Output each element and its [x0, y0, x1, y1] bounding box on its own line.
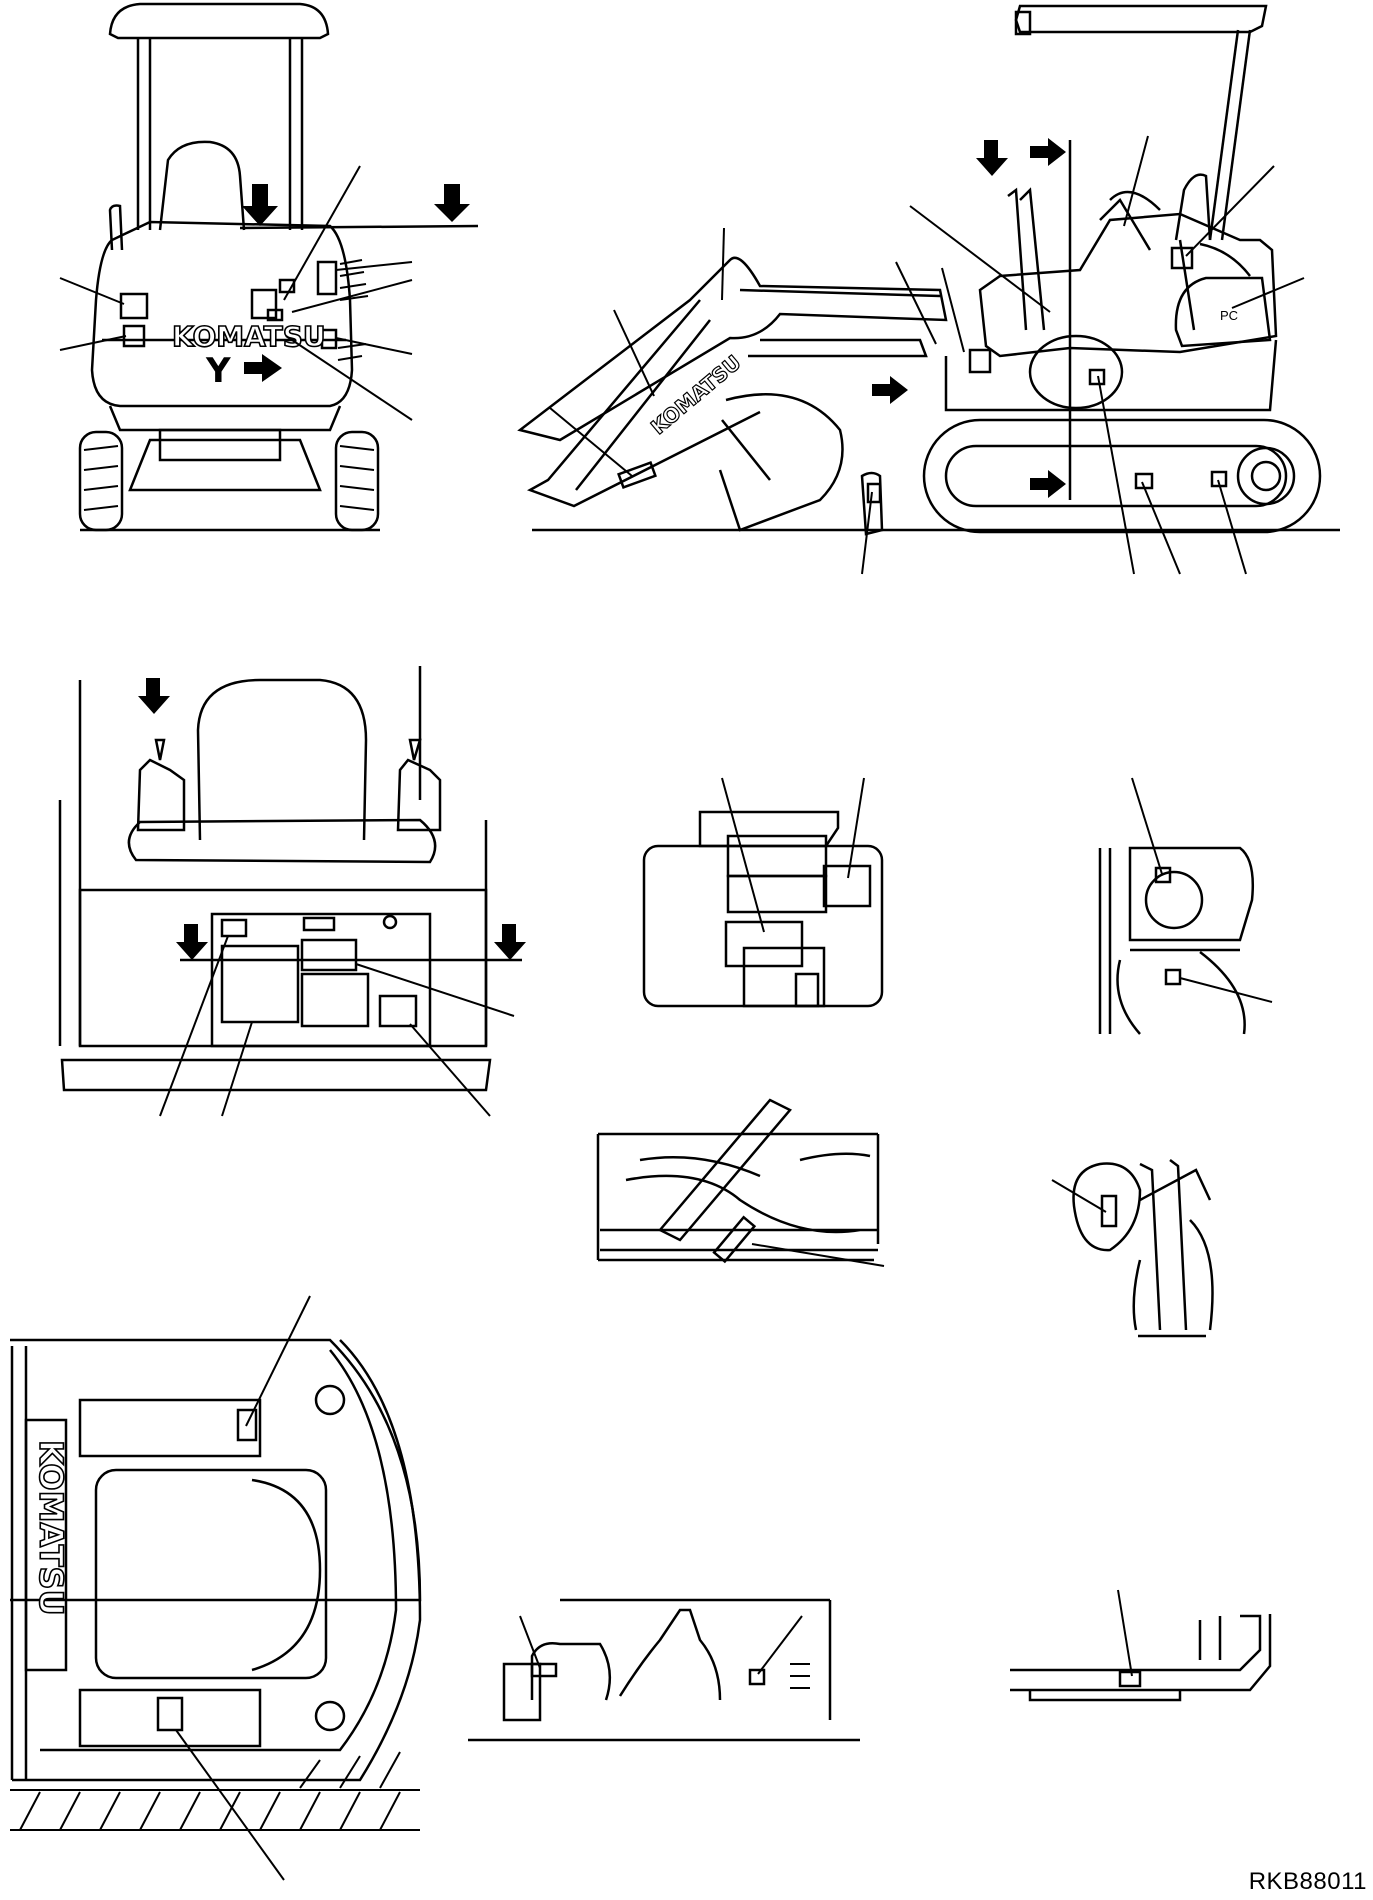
decal-blade — [866, 482, 882, 504]
decal-top-upper — [236, 1408, 258, 1442]
leader-lines-side — [549, 135, 1305, 575]
decal-hose — [1100, 1194, 1118, 1228]
track-left — [78, 430, 124, 532]
track-top — [10, 1751, 420, 1831]
decal-side-seat — [1170, 246, 1194, 270]
bucket — [718, 393, 844, 532]
console-top-upper — [78, 1398, 262, 1458]
canopy-roof-side — [1014, 4, 1268, 34]
engine-detail-view — [1098, 777, 1273, 1035]
floor-plate — [60, 1058, 492, 1092]
decal-panel-right — [822, 864, 872, 908]
decal-boom-base — [968, 348, 992, 374]
cylinder-detail-view — [596, 1098, 885, 1267]
arrow-down-icon — [976, 140, 1008, 176]
leader-line-bottom — [1117, 1589, 1133, 1677]
top-view: KOMATSU — [10, 1295, 422, 1881]
brand-logo-top: KOMATSU — [32, 1440, 70, 1616]
arrow-right-icon — [872, 376, 908, 404]
arrow-right-icon — [1030, 470, 1066, 498]
vent-grille — [337, 259, 369, 361]
dozer-blade — [860, 471, 884, 536]
decal-frame-left — [530, 1662, 558, 1678]
leader-lines-engine — [1131, 777, 1273, 1003]
arrow-down-icon — [494, 924, 526, 960]
seat-back-front — [196, 678, 368, 841]
leader-lines-seat — [159, 935, 515, 1117]
decal-engine-2 — [1164, 968, 1182, 986]
leader-line-hose — [1051, 1179, 1107, 1213]
operator-seat-view — [58, 666, 526, 1117]
decal-panel-left — [724, 920, 804, 968]
track-frame — [128, 438, 322, 492]
arrow-right-icon — [1030, 138, 1066, 166]
track-side — [922, 418, 1322, 534]
joystick-right — [396, 738, 442, 832]
leader-line-cylinder — [751, 1243, 885, 1267]
frame-detail-view — [468, 1598, 860, 1742]
decal-rear-right-tall — [316, 260, 338, 296]
side-view: PC KOMATSU — [517, 4, 1340, 575]
callout-circle — [1072, 1162, 1142, 1252]
hose-detail-view — [1051, 1159, 1214, 1338]
arrow-down-icon — [138, 678, 170, 714]
decal-engine-1 — [1154, 866, 1172, 884]
decal-oval — [1088, 368, 1106, 386]
decal-frame-right — [748, 1668, 766, 1686]
rear-view: KOMATSU Y — [59, 2, 479, 532]
svg-text:PC: PC — [1220, 308, 1238, 323]
section-line — [239, 224, 479, 230]
decal-cylinder — [712, 1215, 757, 1264]
fuel-cap — [1144, 870, 1204, 930]
arrow-right-icon — [244, 354, 282, 382]
leader-lines-frame — [519, 1615, 803, 1675]
canopy-roof — [108, 2, 330, 40]
counterweight-panel — [1174, 276, 1272, 348]
arrow-down-icon — [242, 184, 278, 226]
bottom-detail-view — [1010, 1589, 1272, 1702]
decal-bottom — [1118, 1670, 1142, 1688]
console-top-lower — [78, 1688, 262, 1748]
upper-structure — [978, 212, 1278, 358]
rear-body — [90, 220, 354, 408]
boom — [517, 256, 948, 442]
decal-console-small — [378, 994, 418, 1028]
canopy-post-side — [1220, 29, 1252, 241]
decal-arm — [617, 461, 657, 489]
leader-lines-top — [175, 1295, 311, 1881]
hydraulic-cylinder — [658, 1098, 792, 1242]
leader-lines-panel — [721, 777, 865, 933]
brand-logo-rear: KOMATSU — [172, 320, 326, 353]
rear-letter-label: Y — [205, 351, 231, 391]
seat-top — [94, 1468, 328, 1680]
upper-outline-top — [12, 1339, 422, 1782]
arrow-down-icon — [176, 924, 208, 960]
callout-oval — [1028, 334, 1124, 410]
drawing-code: RKB88011 — [1248, 1868, 1367, 1895]
track-right — [334, 430, 380, 532]
sprocket — [1236, 446, 1296, 506]
leader-lines-rear — [59, 165, 413, 421]
decal-console-tiny — [220, 918, 248, 938]
lever-side — [1007, 187, 1046, 331]
joystick-left — [136, 738, 186, 832]
decal-rear-left-lower — [122, 324, 146, 348]
arm — [526, 299, 761, 508]
decal-rear-left-upper — [119, 292, 149, 320]
decal-console-large — [220, 944, 300, 1024]
decal-top-lower — [156, 1696, 184, 1732]
frame-center — [618, 1608, 722, 1701]
decal-rear-center — [250, 288, 278, 320]
panel-detail-view — [642, 777, 884, 1008]
rear-console — [78, 888, 488, 1048]
decal-console-top — [300, 938, 358, 972]
seat-cushion — [127, 818, 437, 864]
arrow-down-icon — [434, 184, 470, 222]
seat-back — [158, 140, 246, 231]
